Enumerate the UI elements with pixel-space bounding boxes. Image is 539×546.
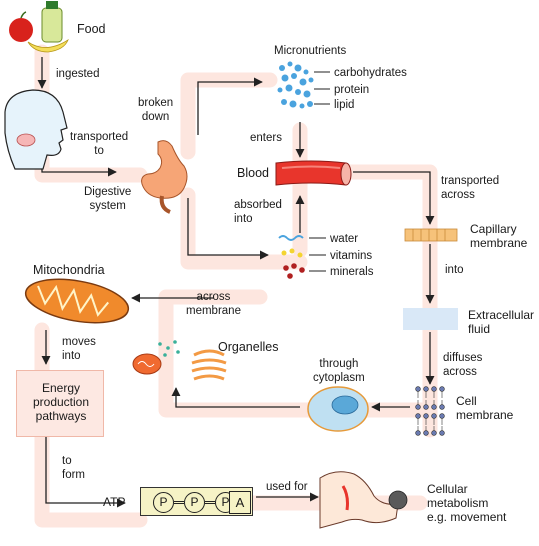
micronutrient-leaders [314,71,330,105]
label-water: water [330,233,359,245]
label-used-for: used for [266,481,308,493]
label-ingested: ingested [56,68,100,80]
label-micronutrients: Micronutrients [274,45,347,57]
arm-icon [319,471,408,529]
label-capillary-membrane: Capillary membrane [470,222,528,250]
phosphate-bond [174,501,184,504]
head-icon [4,89,68,170]
phosphate-bond [205,501,215,504]
wvm-leaders [309,237,326,272]
label-digestive-system: Digestive system [84,186,132,212]
food-icon [9,1,69,53]
micronutrient-dots-icon [277,61,314,109]
label-carbohydrates: carbohydrates [334,67,407,79]
label-energy-pathways: Energy production pathways [32,381,90,423]
label-minerals: minerals [330,266,374,278]
label-lipid: lipid [334,99,355,111]
adenosine: A [229,491,251,514]
label-food: Food [77,22,106,36]
label-through-cytoplasm: through cytoplasm [313,358,365,384]
label-cellular-metabolism: Cellular metabolism e.g. movement [427,482,507,524]
label-mitochondria: Mitochondria [33,263,105,277]
energy-pathways-box [16,370,104,437]
mitochondria-icon [24,278,130,324]
label-protein: protein [334,84,370,96]
blood-vessel-icon [275,160,352,186]
label-absorbed-into: absorbed into [234,199,282,225]
atp-molecule: P P P A [140,487,253,516]
label-into: into [445,264,464,276]
label-across-membrane: across membrane [186,291,241,317]
water-vitamins-minerals-icon [278,235,305,279]
label-transported-across: transported across [441,175,500,201]
label-organelles: Organelles [218,340,279,354]
phosphate-2: P [184,492,205,513]
label-cell-membrane: Cell membrane [456,394,514,422]
cell-membrane-icon [415,386,445,436]
label-broken-down: broken down [138,97,174,123]
label-transported-to: transported to [70,131,129,157]
phosphate-1: P [153,492,174,513]
label-enters: enters [250,132,282,144]
organelles-icon [132,340,227,381]
label-blood: Blood [237,166,269,180]
stomach-icon [141,140,188,214]
label-atp: ATP [103,495,126,509]
label-diffuses-across: diffuses across [443,352,483,378]
cell-icon [307,386,369,432]
label-moves-into: moves into [62,336,96,362]
capillary-membrane-icon [404,228,458,242]
label-to-form: to form [62,455,85,481]
extracellular-fluid-icon [403,308,458,330]
label-vitamins: vitamins [330,250,373,262]
label-extracellular-fluid: Extracellular fluid [468,308,535,336]
